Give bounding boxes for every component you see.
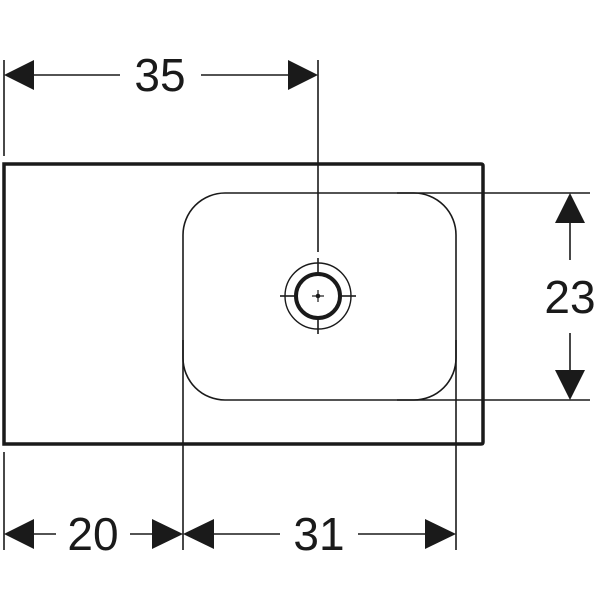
dimension-label-23: 23	[544, 271, 595, 323]
arrow-right-icon	[425, 519, 456, 549]
dimension-label-35: 35	[134, 49, 185, 101]
dimension-label-31: 31	[293, 508, 344, 560]
arrow-left-icon	[183, 519, 214, 549]
arrow-left-icon	[4, 519, 34, 549]
basin-bowl	[182, 192, 457, 401]
arrowheads	[4, 60, 585, 549]
arrow-down-icon	[555, 370, 585, 400]
arrow-right-icon	[152, 519, 183, 549]
drain-icon	[280, 258, 356, 334]
arrow-left-icon	[4, 60, 34, 90]
dimension-label-20: 20	[67, 508, 118, 560]
arrow-up-icon	[555, 193, 585, 223]
outer-outline	[2, 162, 485, 446]
arrow-right-icon	[288, 60, 318, 90]
